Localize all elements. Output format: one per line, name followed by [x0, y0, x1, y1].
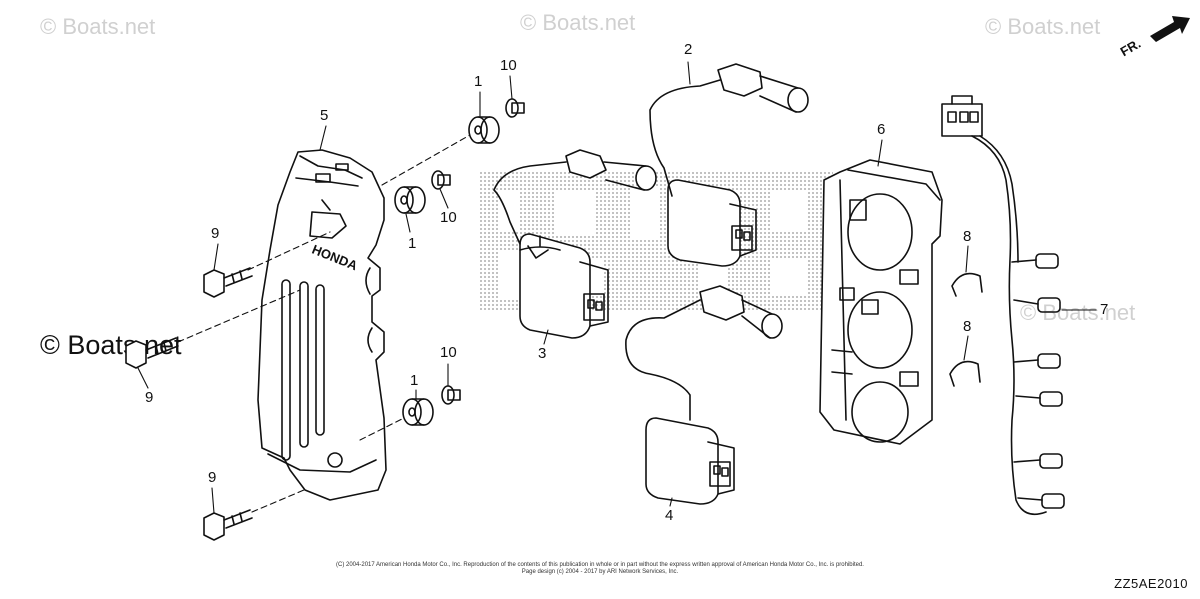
- ignition-coil-part-3: [493, 149, 657, 339]
- ignition-coil-part-2: [649, 63, 809, 267]
- front-direction-arrow-icon: [1150, 16, 1190, 42]
- clip-part-8b: [949, 360, 981, 387]
- callout-4: 4: [665, 507, 674, 524]
- callout-8a: 8: [963, 228, 972, 245]
- collar-part-10c: [441, 385, 461, 405]
- callout-1a: 1: [474, 73, 483, 90]
- bolt-part-9b: [125, 337, 179, 369]
- watermark-top-3: © Boats.net: [985, 14, 1101, 39]
- callout-10b: 10: [440, 209, 457, 226]
- page-design-line: Page design (c) 2004 - 2017 by ARI Netwo…: [521, 568, 679, 575]
- callout-9a: 9: [211, 225, 220, 242]
- collar-part-10a: [505, 98, 525, 118]
- cover-part-5: [257, 149, 387, 501]
- coil-holder-part-6: [819, 159, 943, 445]
- ignition-coil-part-4: [625, 285, 783, 505]
- collar-part-10b: [431, 170, 451, 190]
- callout-10a: 10: [500, 57, 517, 74]
- grommet-part-1a: [468, 116, 500, 144]
- callout-2: 2: [684, 41, 693, 58]
- callout-8b: 8: [963, 318, 972, 335]
- bolt-part-9c: [203, 509, 253, 541]
- callout-7: 7: [1100, 301, 1109, 318]
- callout-6: 6: [877, 121, 886, 138]
- copyright-line: (C) 2004-2017 American Honda Motor Co., …: [336, 562, 864, 568]
- watermark-right: © Boats.net: [1020, 300, 1136, 325]
- watermark-top-2: © Boats.net: [520, 10, 636, 35]
- callout-5: 5: [320, 107, 329, 124]
- wire-harness-part-7: [941, 95, 1065, 516]
- assembly-lines: [177, 134, 471, 513]
- grommet-part-1b: [394, 186, 426, 214]
- clip-part-8a: [951, 272, 983, 297]
- grommet-part-1c: [402, 398, 434, 426]
- callout-9c: 9: [208, 469, 217, 486]
- copyright-footer: (C) 2004-2017 American Honda Motor Co., …: [330, 562, 870, 576]
- callout-1b: 1: [408, 235, 417, 252]
- watermark-top-1: © Boats.net: [40, 14, 156, 39]
- callout-9b: 9: [145, 389, 154, 406]
- callout-10c: 10: [440, 344, 457, 361]
- diagram-code: ZZ5AE2010: [1114, 576, 1188, 591]
- leader-lines: [137, 61, 1097, 514]
- bolt-part-9a: [203, 267, 253, 298]
- callout-1c: 1: [410, 372, 419, 389]
- callout-3: 3: [538, 345, 547, 362]
